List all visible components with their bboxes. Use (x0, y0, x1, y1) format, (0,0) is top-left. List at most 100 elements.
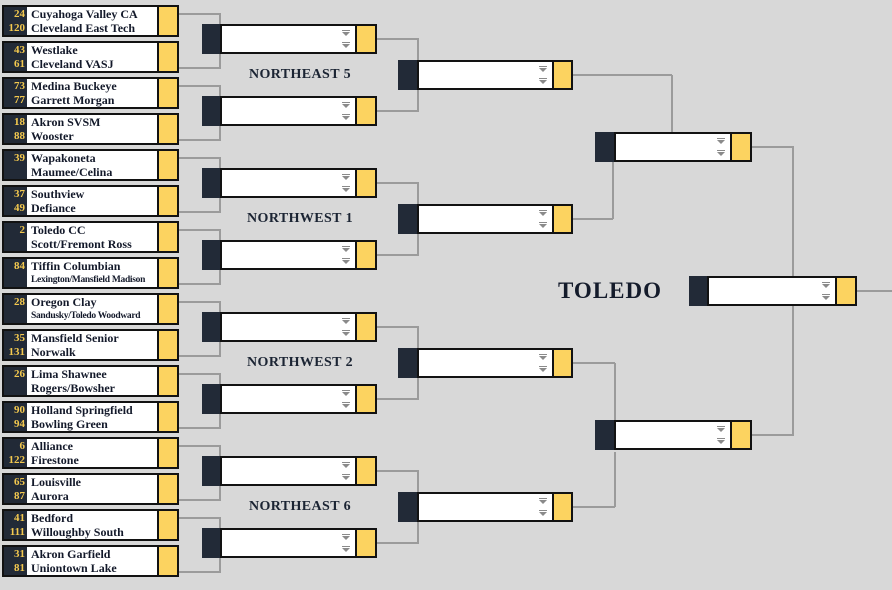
dropdown-arrow-icon[interactable] (342, 114, 350, 120)
connector-line (179, 517, 221, 519)
dropdown-arrow-bar (342, 462, 350, 463)
winner-select[interactable] (220, 384, 357, 414)
winner-bar (357, 24, 377, 54)
slot-accent (202, 312, 220, 342)
dropdown-arrow-icon[interactable] (342, 390, 350, 396)
slot-accent (689, 276, 707, 306)
dropdown-arrow-icon[interactable] (342, 474, 350, 480)
seed-label: 26 (14, 368, 25, 380)
winner-select[interactable] (707, 276, 837, 306)
dropdown-arrow-bar (342, 318, 350, 319)
winner-select[interactable] (220, 168, 357, 198)
winner-select[interactable] (220, 240, 357, 270)
winner-select[interactable] (220, 528, 357, 558)
dropdown-arrow-icon[interactable] (822, 282, 830, 288)
winner-bar (157, 7, 177, 35)
winner-select[interactable] (417, 204, 554, 234)
dropdown-arrow-triangle (342, 260, 350, 264)
dropdown-arrow-icon[interactable] (717, 150, 725, 156)
dropdown-arrow-icon[interactable] (539, 210, 547, 216)
dropdown-arrow-icon[interactable] (342, 186, 350, 192)
connector-line (377, 326, 419, 328)
slot-accent (202, 24, 220, 54)
dropdown-arrow-triangle (539, 356, 547, 360)
winner-select[interactable] (614, 132, 732, 162)
dropdown-arrow-icon[interactable] (342, 30, 350, 36)
winner-select[interactable] (220, 24, 357, 54)
seed-label: 39 (14, 152, 25, 164)
seed-label: 28 (14, 296, 25, 308)
dropdown-arrow-bar (342, 30, 350, 31)
dropdown-arrow-icon[interactable] (342, 258, 350, 264)
region-label-northwest-1: NORTHWEST 1 (247, 211, 353, 226)
seed-label: 61 (14, 58, 25, 70)
winner-bar (732, 420, 752, 450)
team-name: Firestone (31, 453, 79, 467)
seed-column: 26 (4, 367, 27, 395)
dropdown-arrow-bar (342, 114, 350, 115)
team-name: Oregon Clay (31, 295, 97, 309)
team-name: Wooster (31, 129, 74, 143)
dropdown-arrow-bar (342, 174, 350, 175)
dropdown-arrow-icon[interactable] (539, 510, 547, 516)
dropdown-arrow-icon[interactable] (342, 534, 350, 540)
dropdown-arrow-icon[interactable] (539, 78, 547, 84)
winner-bar (157, 43, 177, 71)
dropdown-arrow-icon[interactable] (539, 66, 547, 72)
dropdown-arrow-icon[interactable] (342, 102, 350, 108)
winner-bar (157, 223, 177, 251)
dropdown-arrow-icon[interactable] (539, 354, 547, 360)
connector-line (179, 283, 221, 285)
dropdown-arrow-icon[interactable] (717, 138, 725, 144)
round3-slot (398, 492, 573, 522)
winner-bar (157, 187, 177, 215)
dropdown-arrow-icon[interactable] (822, 294, 830, 300)
dropdown-arrow-icon[interactable] (717, 438, 725, 444)
winner-select[interactable] (417, 60, 554, 90)
dropdown-arrow-icon[interactable] (539, 498, 547, 504)
dropdown-arrow-triangle (717, 140, 725, 144)
winner-select[interactable] (220, 456, 357, 486)
winner-select[interactable] (417, 348, 554, 378)
round2-slot (202, 240, 377, 270)
winner-bar (157, 79, 177, 107)
dropdown-arrow-icon[interactable] (539, 222, 547, 228)
dropdown-arrow-bar (539, 366, 547, 367)
team-name: Lexington/Mansfield Madison (31, 275, 146, 285)
dropdown-arrow-icon[interactable] (717, 426, 725, 432)
seed-label: 131 (8, 346, 26, 358)
seed-label: 87 (14, 490, 25, 502)
dropdown-arrow-icon[interactable] (342, 546, 350, 552)
dropdown-arrow-icon[interactable] (342, 318, 350, 324)
winner-select[interactable] (417, 492, 554, 522)
dropdown-arrow-icon[interactable] (342, 246, 350, 252)
winner-select[interactable] (220, 96, 357, 126)
dropdown-arrow-icon[interactable] (342, 330, 350, 336)
dropdown-arrow-icon[interactable] (342, 174, 350, 180)
dropdown-arrow-icon[interactable] (342, 402, 350, 408)
slot-accent (202, 384, 220, 414)
dropdown-arrow-icon[interactable] (342, 42, 350, 48)
seed-label: 43 (14, 44, 25, 56)
dropdown-arrow-icon[interactable] (539, 366, 547, 372)
dropdown-arrow-icon[interactable] (342, 462, 350, 468)
team-name: Cleveland VASJ (31, 57, 114, 71)
winner-select[interactable] (220, 312, 357, 342)
winner-select[interactable] (614, 420, 732, 450)
